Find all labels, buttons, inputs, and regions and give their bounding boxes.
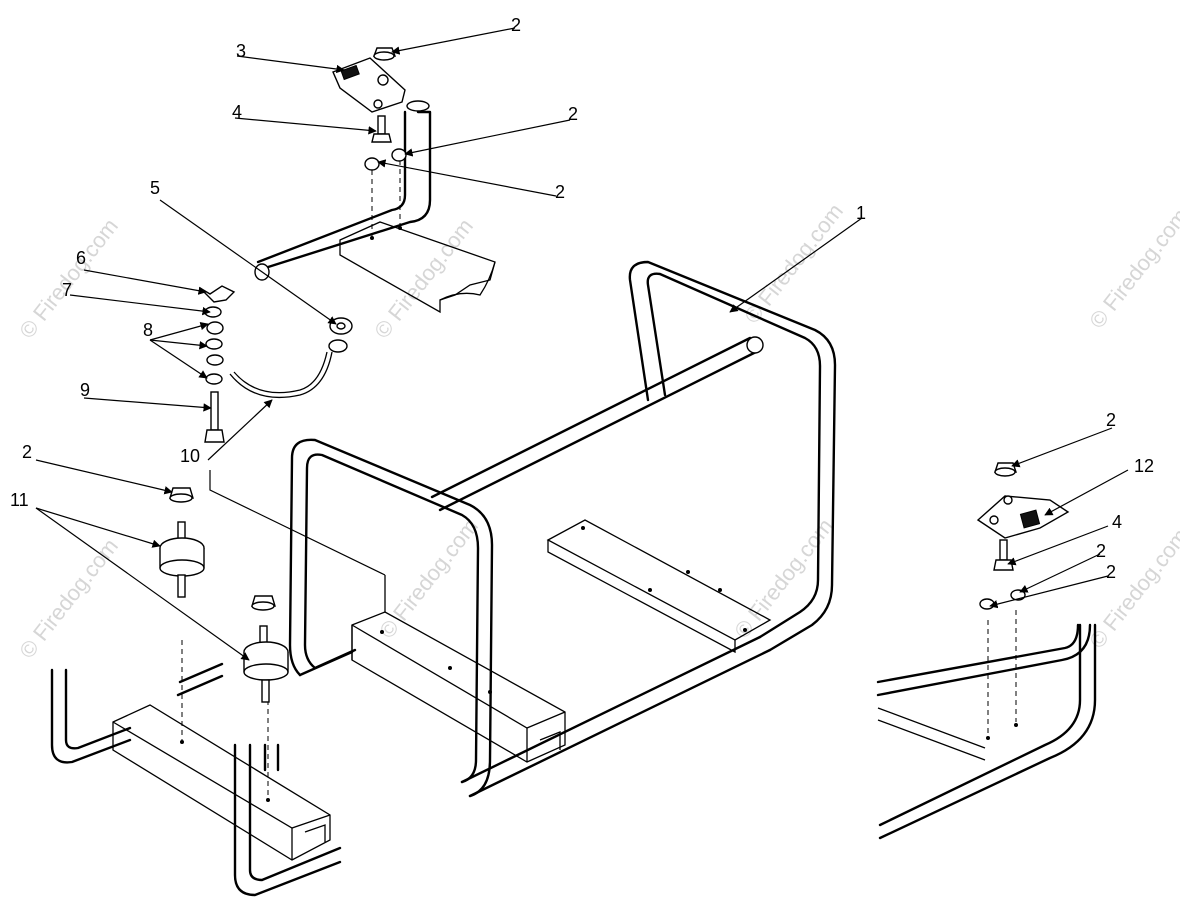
callout-2: 2 [511,15,521,35]
callout-7: 7 [62,280,72,300]
right-bracket-detail [876,462,1097,840]
watermark-text: © Firedog.com [1084,204,1180,333]
callout-5: 5 [150,178,160,198]
callout-2: 2 [1106,410,1116,430]
watermark-text: © Firedog.com [739,199,848,328]
watermark-text: © Firedog.com [369,214,478,343]
callout-1: 1 [856,203,866,223]
callout-4: 4 [1112,512,1122,532]
watermark-text: © Firedog.com [374,514,483,643]
watermark-text: © Firedog.com [14,214,123,343]
leader-lines [35,27,1129,661]
callout-2: 2 [1106,562,1116,582]
left-mount-detail [50,487,342,897]
callout-2: 2 [568,104,578,124]
callout-3: 3 [236,41,246,61]
callout-6: 6 [76,248,86,268]
generator-frame [288,260,837,798]
callout-11: 11 [10,490,29,510]
callout-labels: 2 3 4 2 2 5 1 6 7 8 9 10 2 11 2 12 4 2 2 [10,15,1154,582]
callout-4: 4 [232,102,242,122]
callout-10: 10 [180,446,200,466]
ground-wire-assembly [199,285,353,443]
watermark-text: © Firedog.com [14,534,123,663]
callout-2: 2 [1096,541,1106,561]
upper-bracket-detail [254,47,496,314]
callout-12: 12 [1134,456,1154,476]
callout-2: 2 [555,182,565,202]
watermark-text: © Firedog.com [729,514,838,643]
callout-8: 8 [143,320,153,340]
callout-2: 2 [22,442,32,462]
callout-9: 9 [80,380,90,400]
